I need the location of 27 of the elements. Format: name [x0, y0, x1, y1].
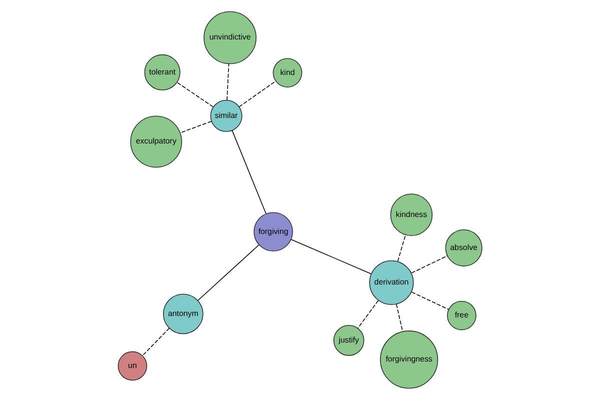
connector	[411, 292, 450, 310]
node-circle: derivation	[369, 260, 414, 305]
connector	[232, 130, 266, 214]
connector	[238, 80, 276, 108]
connector	[411, 255, 448, 274]
connector	[290, 239, 372, 274]
connector	[176, 82, 214, 108]
connector	[142, 328, 170, 356]
node-circle: unvindictive	[204, 11, 256, 64]
connector	[397, 234, 406, 262]
node-circle: similar	[210, 100, 242, 132]
node-circle: kindness	[390, 194, 433, 236]
connector	[180, 120, 212, 134]
node-circle: tolerant	[144, 54, 180, 90]
node-circle: un	[118, 351, 148, 381]
node-circle: forgiving	[254, 212, 293, 252]
node-circle: justify	[333, 324, 364, 356]
node-circle: antonym	[163, 294, 204, 334]
node-circle: exculpatory	[130, 116, 182, 168]
node-circle: forgivingness	[380, 330, 438, 389]
node-circle: kind	[272, 58, 302, 88]
connector	[226, 64, 230, 100]
connector	[357, 300, 379, 329]
connector	[198, 244, 260, 301]
node-circle: absolve	[445, 229, 482, 266]
connector	[396, 304, 404, 332]
node-circle: free	[447, 300, 476, 330]
